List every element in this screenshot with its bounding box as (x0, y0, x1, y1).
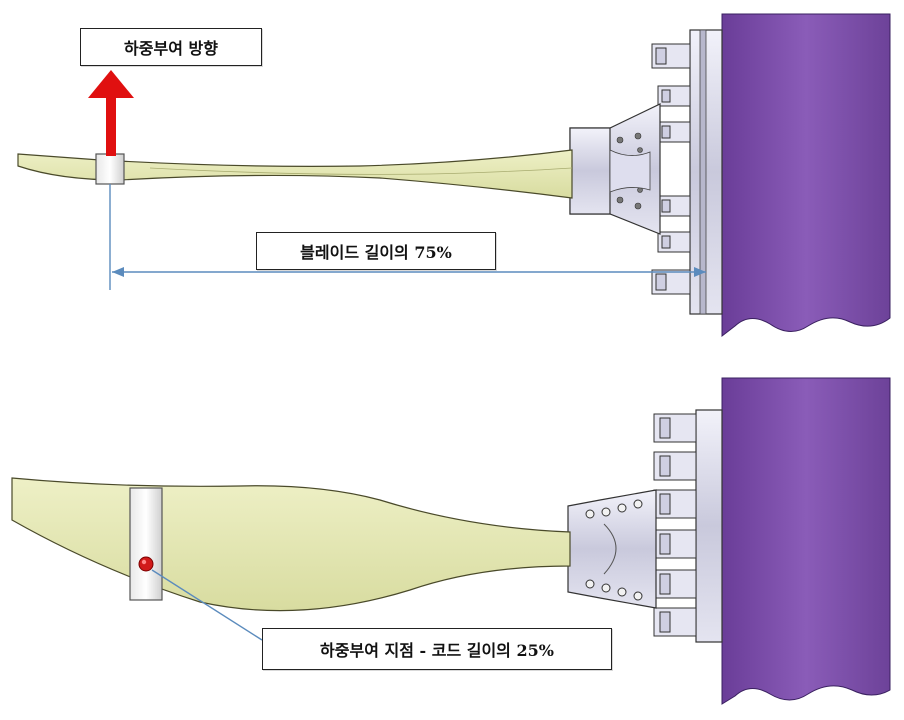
top-load-clamp (95, 153, 125, 185)
bottom-hub-body (721, 377, 891, 705)
top-hub-body (721, 13, 891, 338)
top-flange-bolts (651, 43, 691, 295)
bottom-flange-bolts (653, 413, 697, 637)
load-point-leader (151, 569, 263, 641)
bottom-hub-cone (567, 489, 657, 609)
red-up-arrow-icon (88, 70, 134, 156)
red-dot-icon (138, 556, 154, 572)
load-point-label: 하중부여 지점 - 코드 길이의 25% (262, 628, 612, 670)
bottom-blade (11, 477, 571, 612)
blade-length-dimension (109, 184, 706, 290)
top-view (17, 13, 891, 338)
blade-length-label: 블레이드 길이의 75% (256, 232, 496, 270)
load-direction-label: 하중부여 방향 (80, 28, 262, 66)
bottom-view (11, 377, 891, 705)
bottom-load-clamp (129, 487, 163, 601)
bottom-flange-plate (695, 409, 723, 643)
